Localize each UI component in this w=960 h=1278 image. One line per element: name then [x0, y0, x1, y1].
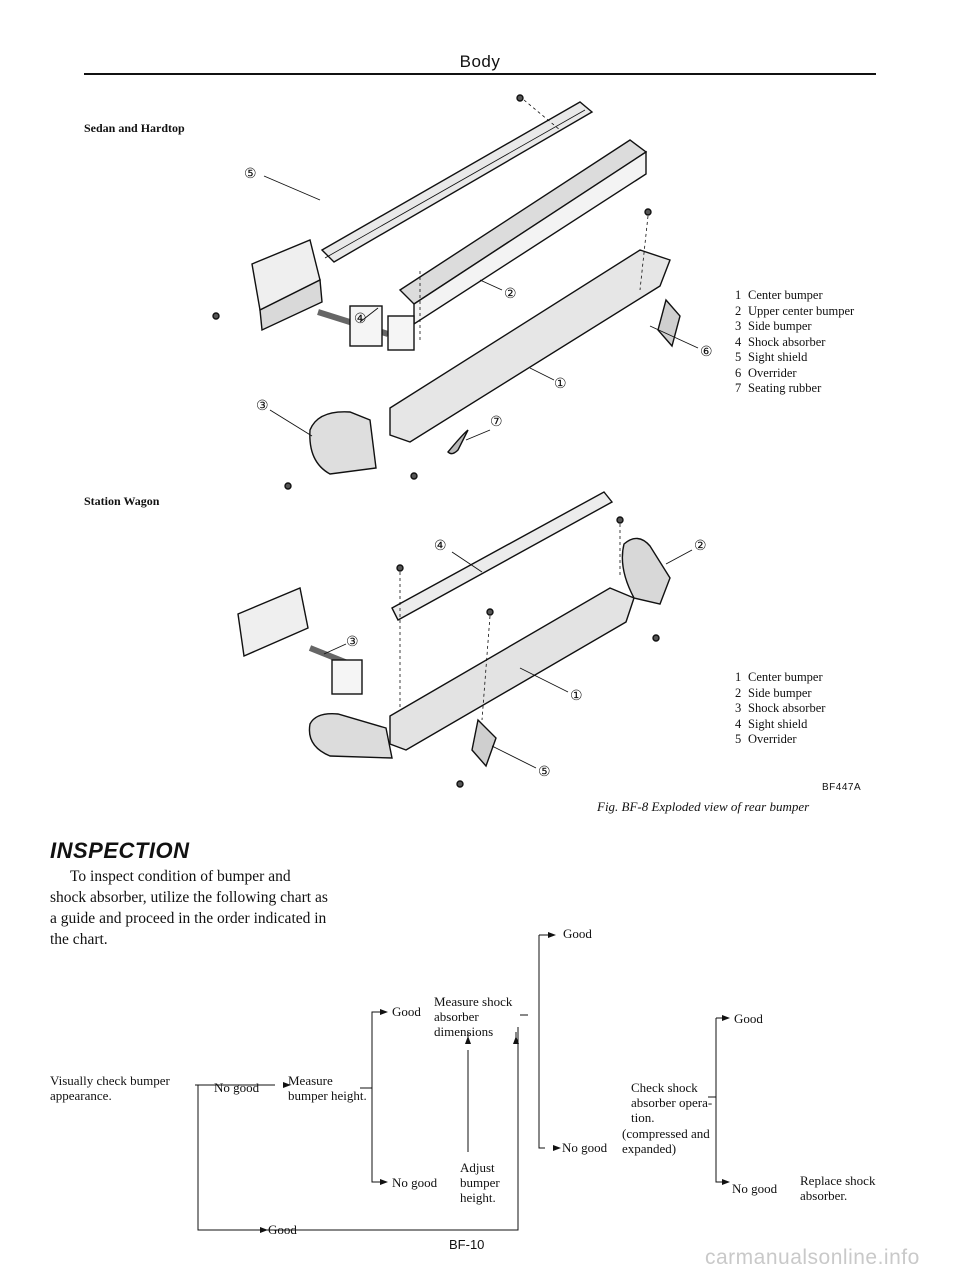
sedan-callout-6: ⑥ — [700, 345, 713, 360]
wagon-callout-1: ① — [570, 689, 583, 704]
legend-num: 7 — [735, 381, 742, 395]
wagon-callout-2: ② — [694, 539, 707, 554]
legend-text: Center bumper — [748, 288, 823, 302]
page-header-title: Body — [459, 52, 501, 71]
legend-num: 3 — [735, 319, 742, 333]
flow-good-1: Good — [392, 1004, 421, 1019]
flow-visually-check-line2: appearance. — [50, 1088, 112, 1103]
legend-text: Sight shield — [748, 716, 808, 731]
figure-code: BF447A — [822, 782, 862, 793]
legend-item: 3 Side bumper — [735, 319, 854, 335]
page-number: BF-10 — [449, 1237, 485, 1252]
sedan-callout-7: ⑦ — [490, 415, 503, 430]
section-label-wagon: Station Wagon — [84, 494, 160, 508]
wagon-callout-4: ④ — [434, 539, 447, 554]
sedan-callout-2: ② — [504, 287, 517, 302]
legend-num: 4 — [735, 334, 742, 349]
flow-good-top: Good — [563, 926, 592, 941]
legend-text: Overrider — [748, 365, 797, 380]
sedan-legend: 1 Center bumper 2 Upper center bumper 3 Sid… — [735, 288, 854, 397]
legend-text: Side bumper — [748, 319, 812, 333]
legend-item: 3 Shock absorber — [735, 701, 825, 717]
flow-measure-bumper-line2: bumper height. — [288, 1088, 367, 1103]
flow-adjust-line1: Adjust — [460, 1160, 495, 1175]
figure-caption: Fig. BF-8 Exploded view of rear bumper — [597, 799, 810, 814]
flow-no-good-1: No good — [214, 1080, 260, 1095]
flow-check-shock-line5: expanded) — [622, 1141, 677, 1156]
flow-no-good-4: No good — [732, 1181, 778, 1196]
legend-text: Shock absorber — [748, 701, 826, 715]
flow-no-good-2: No good — [392, 1175, 438, 1190]
legend-text: Side bumper — [748, 685, 812, 700]
legend-text: Center bumper — [748, 670, 823, 684]
inspection-heading: INSPECTION — [50, 838, 190, 863]
flow-check-shock-line1: Check shock — [631, 1080, 698, 1095]
wagon-bumper-illustration: ④ ② ③ ① ⑤ — [237, 491, 707, 788]
watermark-text: carmanualsonline.info — [705, 1246, 920, 1269]
header-rule — [84, 73, 876, 75]
flow-good-bottom: Good — [268, 1222, 297, 1237]
inspection-flowchart-lines — [195, 932, 730, 1233]
sedan-callout-3: ③ — [256, 399, 269, 414]
flow-check-shock-line2: absorber opera- — [631, 1095, 713, 1110]
wagon-callout-5: ⑤ — [538, 765, 551, 780]
flow-adjust-line2: bumper — [460, 1175, 500, 1190]
wagon-callout-3: ③ — [346, 635, 359, 650]
legend-num: 2 — [735, 303, 742, 318]
legend-item: 4 Shock absorber — [735, 335, 854, 351]
legend-num: 6 — [735, 365, 742, 380]
legend-item: 6 Overrider — [735, 366, 854, 382]
flow-measure-bumper-line1: Measure — [288, 1073, 333, 1088]
legend-num: 1 — [735, 288, 742, 302]
legend-num: 2 — [735, 685, 742, 700]
sedan-callout-1: ① — [554, 377, 567, 392]
flow-replace-line1: Replace shock — [800, 1173, 876, 1188]
legend-item: 5 Overrider — [735, 732, 825, 748]
legend-item: 4 Sight shield — [735, 717, 825, 733]
flow-no-good-3: No good — [562, 1140, 608, 1155]
sedan-callout-5: ⑤ — [244, 167, 257, 182]
legend-num: 5 — [735, 350, 742, 364]
inspection-body-text: To inspect condition of bumper and shock… — [50, 868, 328, 948]
sedan-callout-4: ④ — [354, 312, 367, 327]
flow-visually-check-line1: Visually check bumper — [50, 1073, 170, 1088]
legend-item: 5 Sight shield — [735, 350, 854, 366]
flow-check-shock-line3: tion. — [631, 1110, 655, 1125]
legend-num: 4 — [735, 716, 742, 731]
legend-text: Seating rubber — [748, 381, 822, 395]
sedan-bumper-illustration: ⑤ ④ ② ⑥ ③ ① ⑦ — [212, 94, 713, 490]
legend-text: Upper center bumper — [748, 303, 855, 318]
legend-num: 1 — [735, 670, 742, 684]
flow-check-shock-line4: (compressed and — [622, 1126, 710, 1141]
legend-item: 7 Seating rubber — [735, 381, 854, 397]
flow-replace-line2: absorber. — [800, 1188, 848, 1203]
legend-num: 5 — [735, 732, 742, 746]
section-label-sedan: Sedan and Hardtop — [84, 121, 185, 135]
legend-item: 2 Upper center bumper — [735, 304, 854, 320]
flow-adjust-line3: height. — [460, 1190, 496, 1205]
legend-item: 2 Side bumper — [735, 686, 825, 702]
flow-measure-shock-line2: absorber — [434, 1009, 479, 1024]
flow-good-right: Good — [734, 1011, 763, 1026]
legend-text: Overrider — [748, 732, 797, 746]
flow-measure-shock-line1: Measure shock — [434, 994, 513, 1009]
legend-num: 3 — [735, 701, 742, 715]
wagon-legend: 1 Center bumper 2 Side bumper 3 Shock absor… — [735, 670, 825, 748]
legend-item: 1 Center bumper — [735, 670, 825, 686]
flow-measure-shock-line3: dimensions — [434, 1024, 494, 1039]
legend-text: Sight shield — [748, 350, 808, 364]
legend-item: 1 Center bumper — [735, 288, 854, 304]
legend-text: Shock absorber — [748, 334, 826, 349]
